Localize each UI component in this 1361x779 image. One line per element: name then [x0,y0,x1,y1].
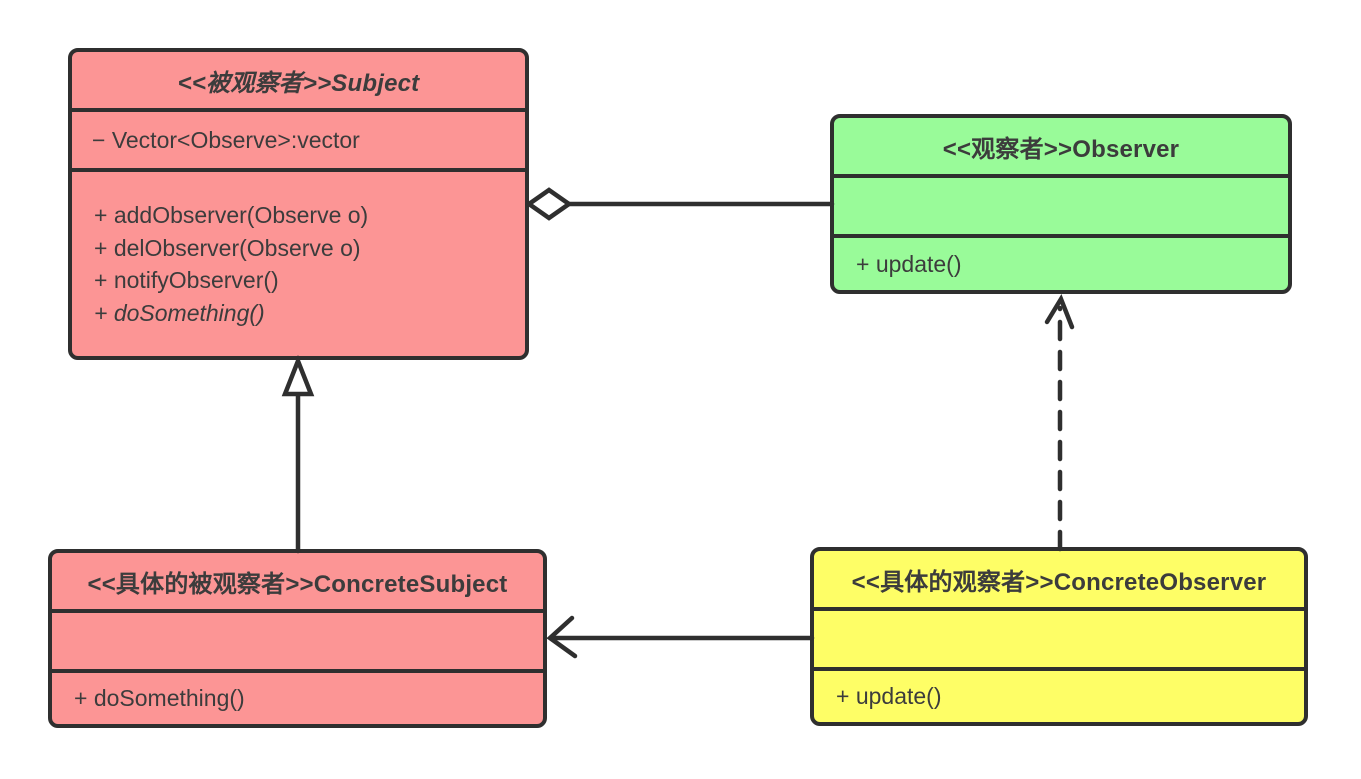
hollow-triangle-icon [281,354,315,397]
class-concrete-observer-title: <<具体的观察者>>ConcreteObserver [814,551,1304,611]
class-concrete-subject-fields [52,613,543,673]
class-subject-fields: − Vector<Observe>:vector [72,112,525,172]
class-concrete-subject: <<具体的被观察者>>ConcreteSubject + doSomething… [48,549,547,728]
class-observer-fields [834,178,1288,238]
field-item: − Vector<Observe>:vector [92,126,360,153]
class-concrete-observer-fields [814,611,1304,671]
generalization-connector-concretesubject-to-subject [281,354,315,554]
class-concrete-observer-methods: + update() [814,671,1304,722]
class-concrete-observer: <<具体的观察者>>ConcreteObserver + update() [810,547,1308,726]
method-item-abstract: + doSomething() [94,299,265,326]
dependency-connector-concreteobserver-to-observer [1044,293,1075,552]
class-observer-title: <<观察者>>Observer [834,118,1288,178]
open-arrowhead-icon [1044,293,1075,330]
method-item: + delObserver(Observe o) [94,234,361,261]
association-connector-concreteobserver-to-concretesubject [546,615,815,659]
open-arrowhead-icon [546,615,578,659]
method-item: + update() [836,683,942,710]
class-concrete-subject-title: <<具体的被观察者>>ConcreteSubject [52,553,543,613]
method-item: + notifyObserver() [94,267,279,293]
method-item: + addObserver(Observe o) [94,202,369,228]
method-item: + update() [856,250,962,277]
class-concrete-subject-methods: + doSomething() [52,673,543,724]
hollow-diamond-icon [525,187,573,221]
class-subject-title: <<被观察者>>Subject [72,52,525,112]
class-subject: <<被观察者>>Subject − Vector<Observe>:vector… [68,48,529,360]
class-observer: <<观察者>>Observer + update() [830,114,1292,294]
class-subject-methods: + addObserver(Observe o) + delObserver(O… [72,172,525,356]
class-observer-methods: + update() [834,238,1288,290]
method-item: + doSomething() [74,685,245,712]
aggregation-connector-observer-to-subject [525,187,835,221]
